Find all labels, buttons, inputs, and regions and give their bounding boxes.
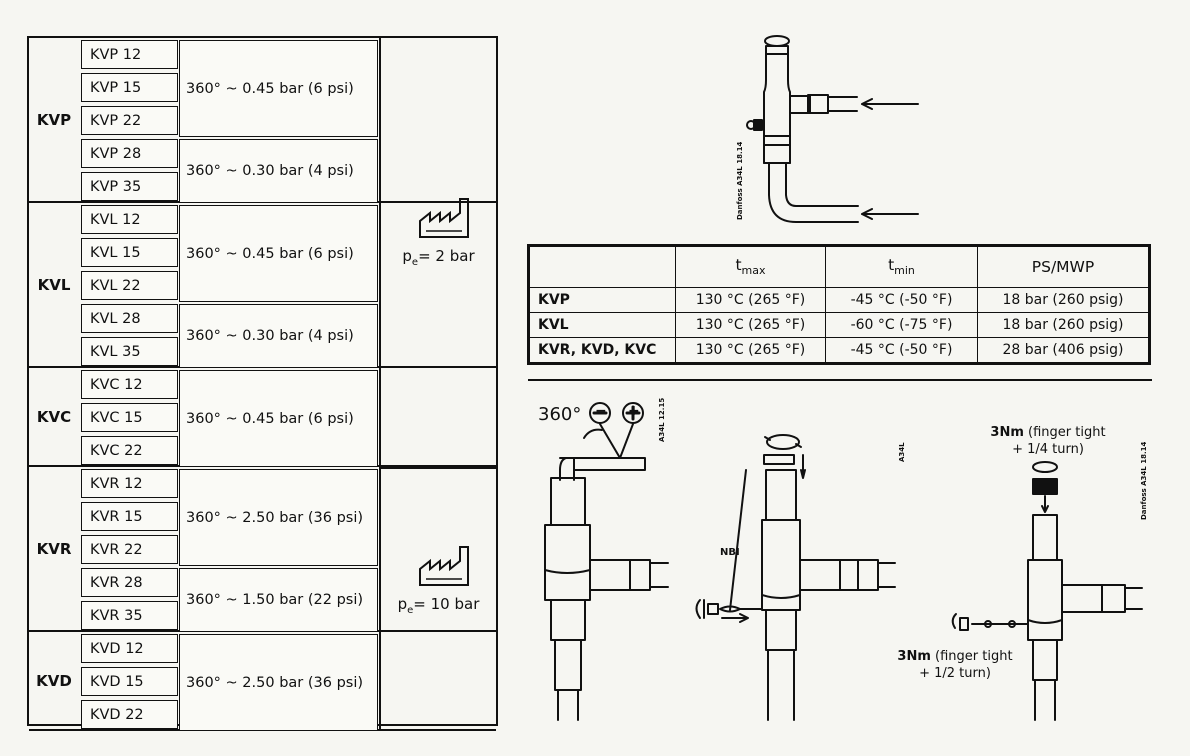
plus-sign: + [628,403,640,419]
spec-header-tmin: tmin [825,246,978,288]
factory-pressure-column: pe= 10 bar [379,467,496,731]
torque-bottom-label: 3Nm (finger tight + 1/2 turn) [897,649,1013,681]
model-cell: KVD 15 [81,667,178,696]
model-cell: KVC 22 [81,436,178,465]
spec-header-row: tmax tmin PS/MWP [529,246,1149,288]
factory-pressure-label: pe= 2 bar [402,246,475,268]
model-cell: KVP 35 [81,172,178,201]
family-label: KVC [36,407,72,426]
top-valve-drawing [746,35,919,223]
spec-tmax: 130 °C (265 °F) [675,312,826,338]
spec-tmax: 130 °C (265 °F) [675,337,826,363]
setting-cell: 360° ~ 0.45 bar (6 psi) [179,370,378,467]
bottom-right-valve-drawing [951,461,1143,721]
setting-cell: 360° ~ 0.45 bar (6 psi) [179,40,378,137]
model-cell: KVP 22 [81,106,178,135]
model-cell: KVC 15 [81,403,178,432]
torque-top-label: 3Nm (finger tight + 1/4 turn) [990,425,1106,457]
family-label: KVD [36,671,72,690]
setting-cell: 360° ~ 1.50 bar (22 psi) [179,568,378,632]
model-cell: KVR 22 [81,535,178,564]
setting-cell: 360° ~ 2.50 bar (36 psi) [179,469,378,566]
nbi-label: NBI [720,547,740,558]
bottom-left-valve-drawing [544,402,669,721]
model-cell: KVR 28 [81,568,178,597]
factory-pressure-column: pe= 2 bar [379,38,496,467]
family-label: KVR [36,539,72,558]
setting-cell: 360° ~ 2.50 bar (36 psi) [179,634,378,731]
side-drawing-code-3: Danfoss A34L 18.14 [1140,441,1148,520]
rotation-label: 360° [538,404,582,425]
spec-row-label: KVP [529,287,676,313]
setting-cell: 360° ~ 0.45 bar (6 psi) [179,205,378,302]
spec-tmin: -45 °C (-50 °F) [825,287,978,313]
model-cell: KVL 22 [81,271,178,300]
model-cell: KVD 12 [81,634,178,663]
model-cell: KVR 15 [81,502,178,531]
factory-pressure-label: pe= 10 bar [397,595,480,616]
spec-row-label: KVR, KVD, KVC [529,337,676,363]
spec-ps: 28 bar (406 psig) [977,337,1149,363]
model-cell: KVD 22 [81,700,178,729]
spec-table: tmax tmin PS/MWP KVP 130 °C (265 °F) -45… [527,244,1151,365]
side-drawing-code-2: A34L [898,442,906,462]
top-drawing-code: Danfoss A34L 18.14 [736,141,744,220]
spec-row: KVR, KVD, KVC 130 °C (265 °F) -45 °C (-5… [529,337,1149,363]
model-cell: KVR 35 [81,601,178,630]
minus-sign: − [595,403,607,419]
model-cell: KVL 15 [81,238,178,267]
factory-icon [419,197,469,238]
setting-cell: 360° ~ 0.30 bar (4 psi) [179,139,378,203]
setting-cell: 360° ~ 0.30 bar (4 psi) [179,304,378,368]
model-cell: KVL 35 [81,337,178,366]
spec-row: KVP 130 °C (265 °F) -45 °C (-50 °F) 18 b… [529,287,1149,313]
family-label: KVP [36,110,72,129]
model-cell: KVL 12 [81,205,178,234]
model-cell: KVP 12 [81,40,178,69]
bottom-middle-valve-drawing [695,434,896,721]
model-cell: KVL 28 [81,304,178,333]
model-cell: KVR 12 [81,469,178,498]
side-drawing-code-1: A34L 12.15 [658,397,666,442]
spec-tmax: 130 °C (265 °F) [675,287,826,313]
factory-icon [419,546,469,586]
model-cell: KVP 28 [81,139,178,168]
spec-header-tmax: tmax [675,246,826,288]
model-cell: KVP 15 [81,73,178,102]
section-divider [528,379,1152,381]
model-cell: KVC 12 [81,370,178,399]
spec-ps: 18 bar (260 psig) [977,287,1149,313]
family-label: KVL [37,275,71,294]
